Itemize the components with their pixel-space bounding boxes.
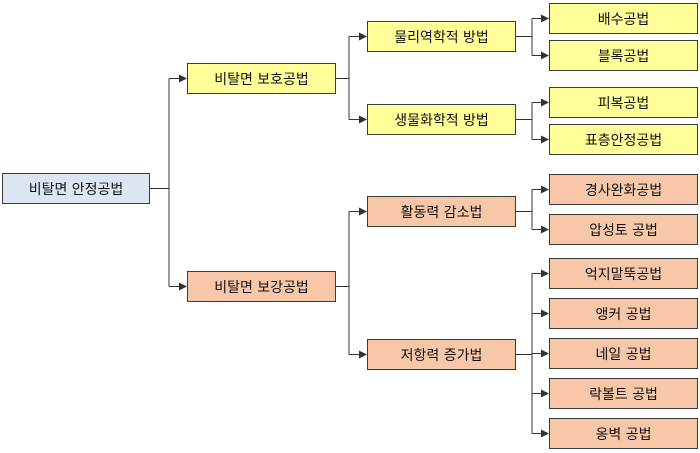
node-label: 물리역학적 방법 [394, 29, 489, 46]
node-label: 피복공법 [597, 95, 650, 112]
node-drainage-method: 배수공법 [549, 3, 698, 34]
node-label: 저항력 증가법 [400, 347, 483, 364]
node-label: 배수공법 [597, 11, 650, 28]
node-label: 앵커 공법 [595, 306, 652, 323]
node-label: 활동력 감소법 [400, 204, 483, 221]
node-slope-stabilization: 비탈면 안정공법 [2, 173, 150, 204]
node-anchor-method: 앵커 공법 [549, 298, 698, 329]
node-surface-stabilization-method: 표층안정공법 [549, 124, 698, 155]
node-label: 압성토 공법 [589, 222, 658, 239]
node-label: 비탈면 보강공법 [214, 279, 309, 296]
node-slope-easing-method: 경사완화공법 [549, 174, 698, 205]
node-retaining-wall-method: 옹벽 공법 [549, 418, 698, 449]
node-activity-reduction: 활동력 감소법 [367, 196, 516, 227]
node-biochemical-method: 생물화학적 방법 [367, 104, 516, 135]
node-counterweight-fill-method: 압성토 공법 [549, 214, 698, 245]
node-label: 생물화학적 방법 [394, 112, 489, 129]
node-rock-bolt-method: 락볼트 공법 [549, 378, 698, 409]
node-label: 블록공법 [597, 48, 650, 65]
node-label: 비탈면 보호공법 [214, 71, 309, 88]
node-label: 표층안정공법 [584, 132, 663, 149]
node-label: 경사완화공법 [584, 182, 663, 199]
node-covering-method: 피복공법 [549, 87, 698, 118]
node-resistance-increase: 저항력 증가법 [367, 339, 516, 370]
node-slope-protection: 비탈면 보호공법 [187, 63, 336, 94]
node-block-method: 블록공법 [549, 40, 698, 71]
node-label: 네일 공법 [595, 346, 652, 363]
node-physical-mechanical-method: 물리역학적 방법 [367, 21, 516, 52]
node-slope-reinforcement: 비탈면 보강공법 [187, 271, 336, 302]
node-restraining-pile-method: 억지말뚝공법 [549, 258, 698, 289]
node-label: 비탈면 안정공법 [28, 181, 124, 198]
node-nail-method: 네일 공법 [549, 338, 698, 369]
node-label: 억지말뚝공법 [584, 266, 663, 283]
node-label: 옹벽 공법 [595, 426, 652, 443]
node-label: 락볼트 공법 [589, 386, 658, 403]
